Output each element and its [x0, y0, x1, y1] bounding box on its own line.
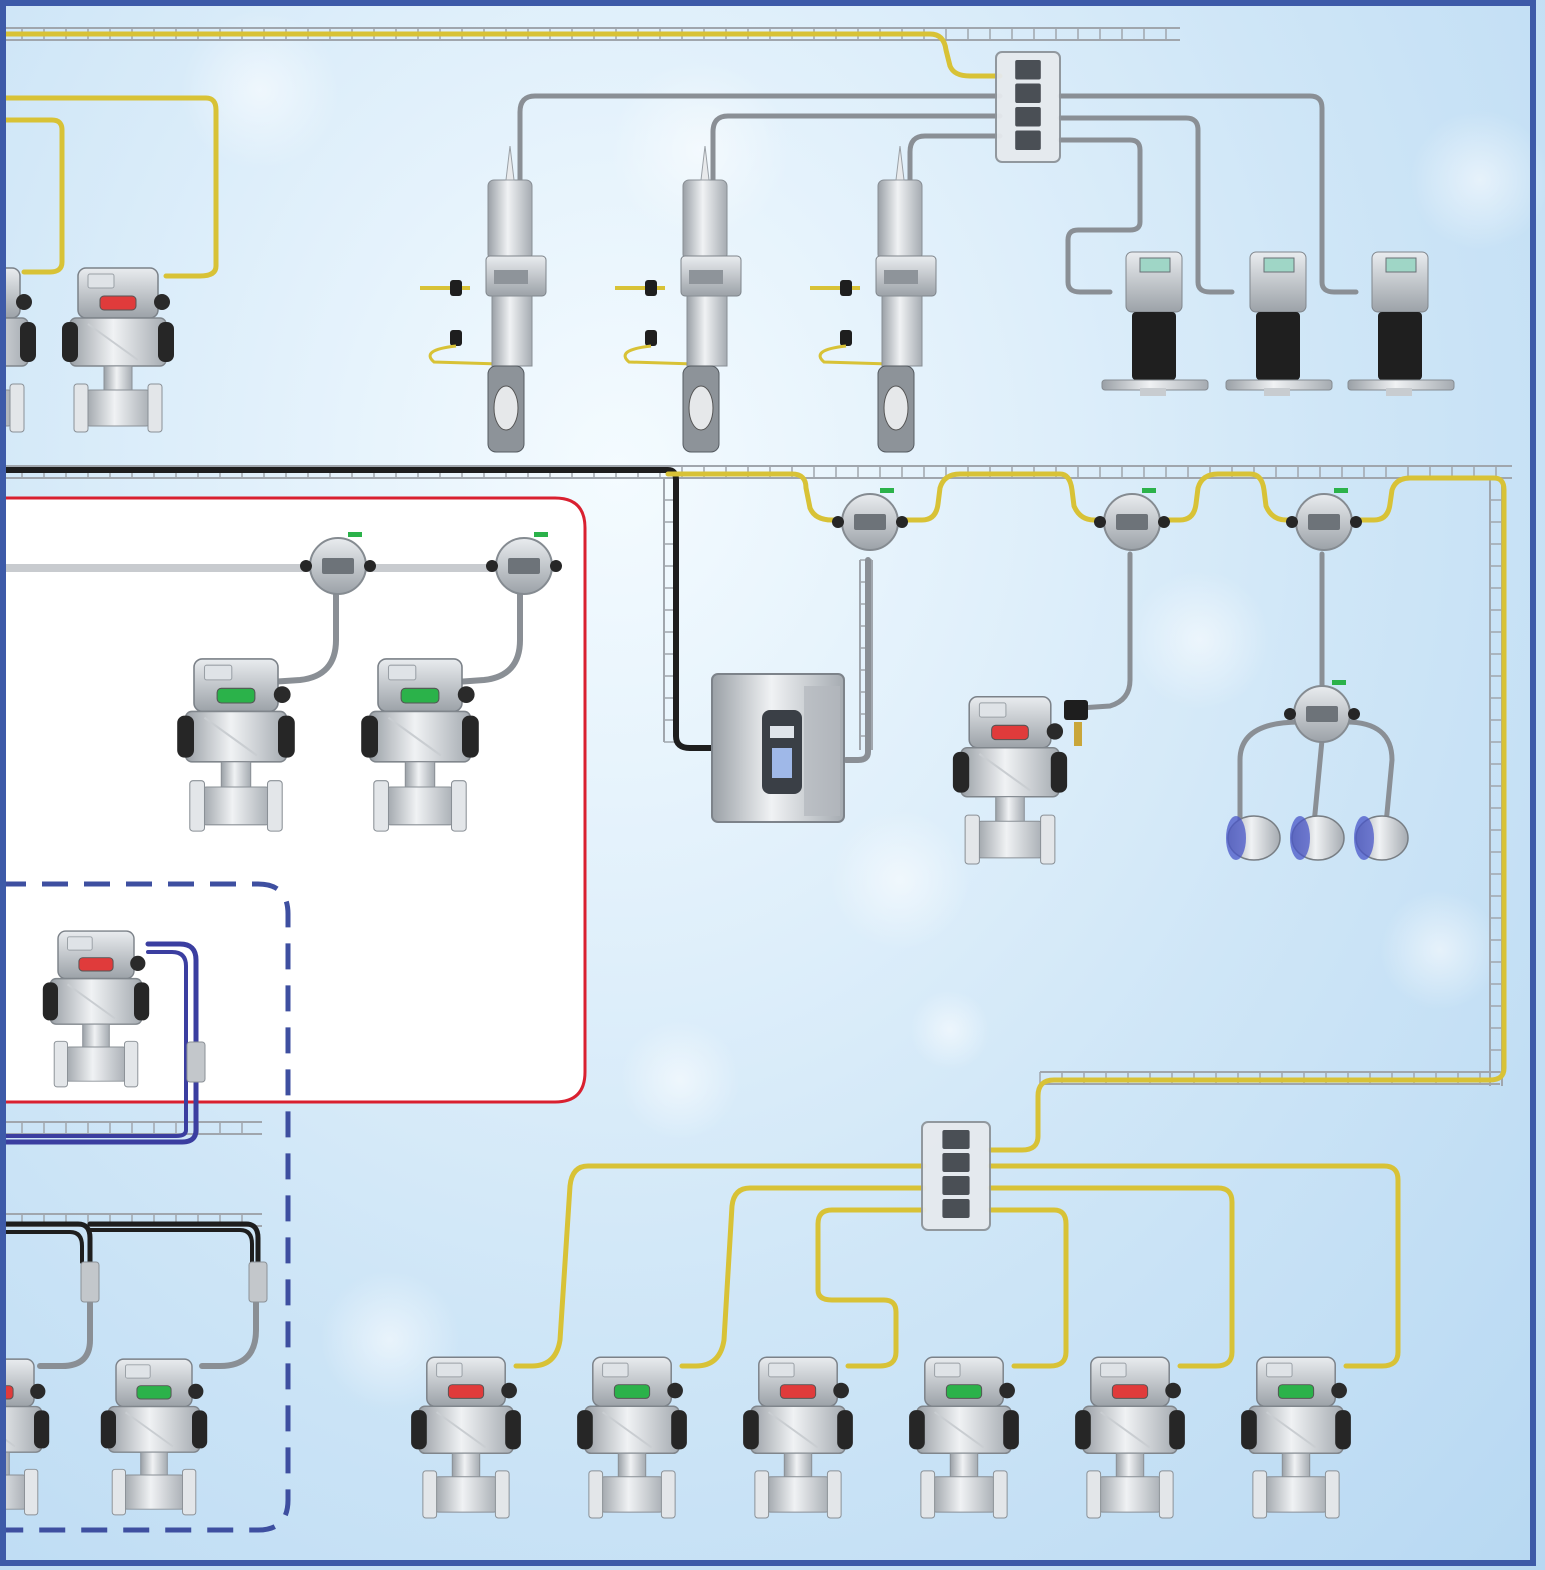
background-bokeh	[180, 10, 1545, 1410]
sensor-2: sensor-icon	[1290, 815, 1345, 861]
middle-junction-1	[832, 488, 908, 551]
grey-cable-actuator-2	[710, 113, 1003, 249]
red-zone-junction-1	[300, 532, 376, 595]
yellow-middle-cable-2	[897, 471, 1107, 523]
top-right-valve-2	[1225, 251, 1333, 396]
grey-cable-dashed-valve-3	[199, 1297, 259, 1369]
yellow-cable-bottom-3	[815, 1207, 927, 1369]
top-junction-box	[995, 51, 1061, 163]
dashed-zone-boundary	[0, 881, 291, 1533]
grey-cable-panel	[843, 557, 871, 763]
red-zone-boundary	[0, 496, 587, 1104]
yellow-trunk-cable	[0, 31, 1003, 79]
bottom-valve-5: valve-actuator-icon	[1075, 1356, 1185, 1519]
control-panel: control-panel-icon	[711, 673, 845, 823]
yellow-cable-bottom-1	[513, 1163, 927, 1369]
zones	[0, 496, 587, 1533]
cable-gland-2	[80, 1261, 100, 1303]
cable-gland-3	[248, 1261, 268, 1303]
yellow-cable-bottom-4	[987, 1207, 1069, 1369]
blue-cable-2	[0, 950, 188, 1138]
grey-cable-sensor-1	[1237, 719, 1303, 827]
top-valve-1: valve-actuator-icon	[0, 267, 36, 433]
middle-junction-2	[1094, 488, 1170, 551]
yellow-cable-bottom-5	[987, 1185, 1235, 1369]
bottom-valve-6: valve-actuator-icon	[1241, 1356, 1351, 1519]
cable-gland-1	[186, 1041, 206, 1083]
top-right-valve-3	[1347, 251, 1455, 396]
red-zone-junction-2	[486, 532, 562, 595]
grey-cable-red-valve-1	[267, 579, 339, 685]
dashed-zone-valve-top: valve-actuator-icon	[42, 930, 150, 1088]
red-zone-valve-1: valve-actuator-icon	[177, 658, 295, 832]
top-cable-tray	[0, 27, 1180, 41]
yellow-cable-bottom-6	[987, 1163, 1401, 1369]
top-right-valve-1	[1101, 251, 1209, 396]
yellow-cable-valve-1	[0, 117, 65, 275]
solenoid-fitting	[1074, 722, 1082, 746]
linear-actuator-3: linear-actuator-icon	[810, 145, 937, 453]
grey-cable-top-valve-1	[1057, 137, 1143, 295]
red-zone-valve-2: valve-actuator-icon	[361, 658, 479, 832]
grey-cable-sensor-3	[1343, 719, 1395, 827]
grey-cable-sensor-2	[1311, 737, 1325, 827]
yellow-middle-cable-1	[665, 471, 843, 523]
sensor-hub-junction	[1284, 680, 1360, 743]
bottom-valve-1: valve-actuator-icon	[411, 1356, 521, 1519]
yellow-middle-cable-3	[1157, 471, 1299, 523]
dashed-zone-valve-left: valve-actuator-icon	[0, 1358, 50, 1516]
grey-cable-actuator-1	[517, 93, 1003, 249]
middle-right-valve: valve-actuator-icon	[952, 695, 1068, 865]
middle-junction-3	[1286, 488, 1362, 551]
cables	[0, 31, 1507, 1369]
dashed-zone-valve-right: valve-actuator-icon	[100, 1358, 208, 1516]
yellow-cable-valve-2	[0, 95, 219, 279]
dashed-zone-upper-tray	[0, 1121, 262, 1135]
yellow-right-loop-cable	[987, 475, 1507, 1153]
yellow-cable-bottom-2	[679, 1185, 927, 1369]
sensor-3: sensor-icon	[1354, 815, 1409, 861]
devices: valve-actuator-iconvalve-actuator-iconli…	[0, 51, 1455, 1519]
solenoid	[1064, 700, 1088, 720]
grey-cable-actuator-3	[907, 133, 1003, 249]
grey-cable-dashed-valve-1	[37, 1297, 93, 1369]
grey-cable-middle-valve	[1077, 551, 1133, 711]
top-valve-2: valve-actuator-icon	[62, 267, 174, 433]
bottom-valve-2: valve-actuator-icon	[577, 1356, 687, 1519]
sensor-1: sensor-icon	[1226, 815, 1281, 861]
right-cable-tray	[1489, 477, 1503, 1086]
grey-cable-top-valve-3	[1057, 93, 1359, 295]
linear-actuator-2: linear-actuator-icon	[615, 145, 742, 453]
linear-actuator-1: linear-actuator-icon	[420, 145, 547, 453]
bottom-valve-3: valve-actuator-icon	[743, 1356, 853, 1519]
black-cable-dashed-3	[87, 1221, 261, 1265]
black-cable-dashed-1	[0, 1221, 93, 1265]
black-trunk-cable	[0, 467, 717, 751]
grey-cable-top-valve-2	[1057, 115, 1235, 295]
bottom-valve-4: valve-actuator-icon	[909, 1356, 1019, 1519]
grey-cable-red-valve-2	[453, 579, 523, 685]
bottom-junction-box	[921, 1121, 991, 1231]
black-cable-dashed-4	[88, 1228, 254, 1264]
black-cable-dashed-2	[0, 1230, 84, 1264]
